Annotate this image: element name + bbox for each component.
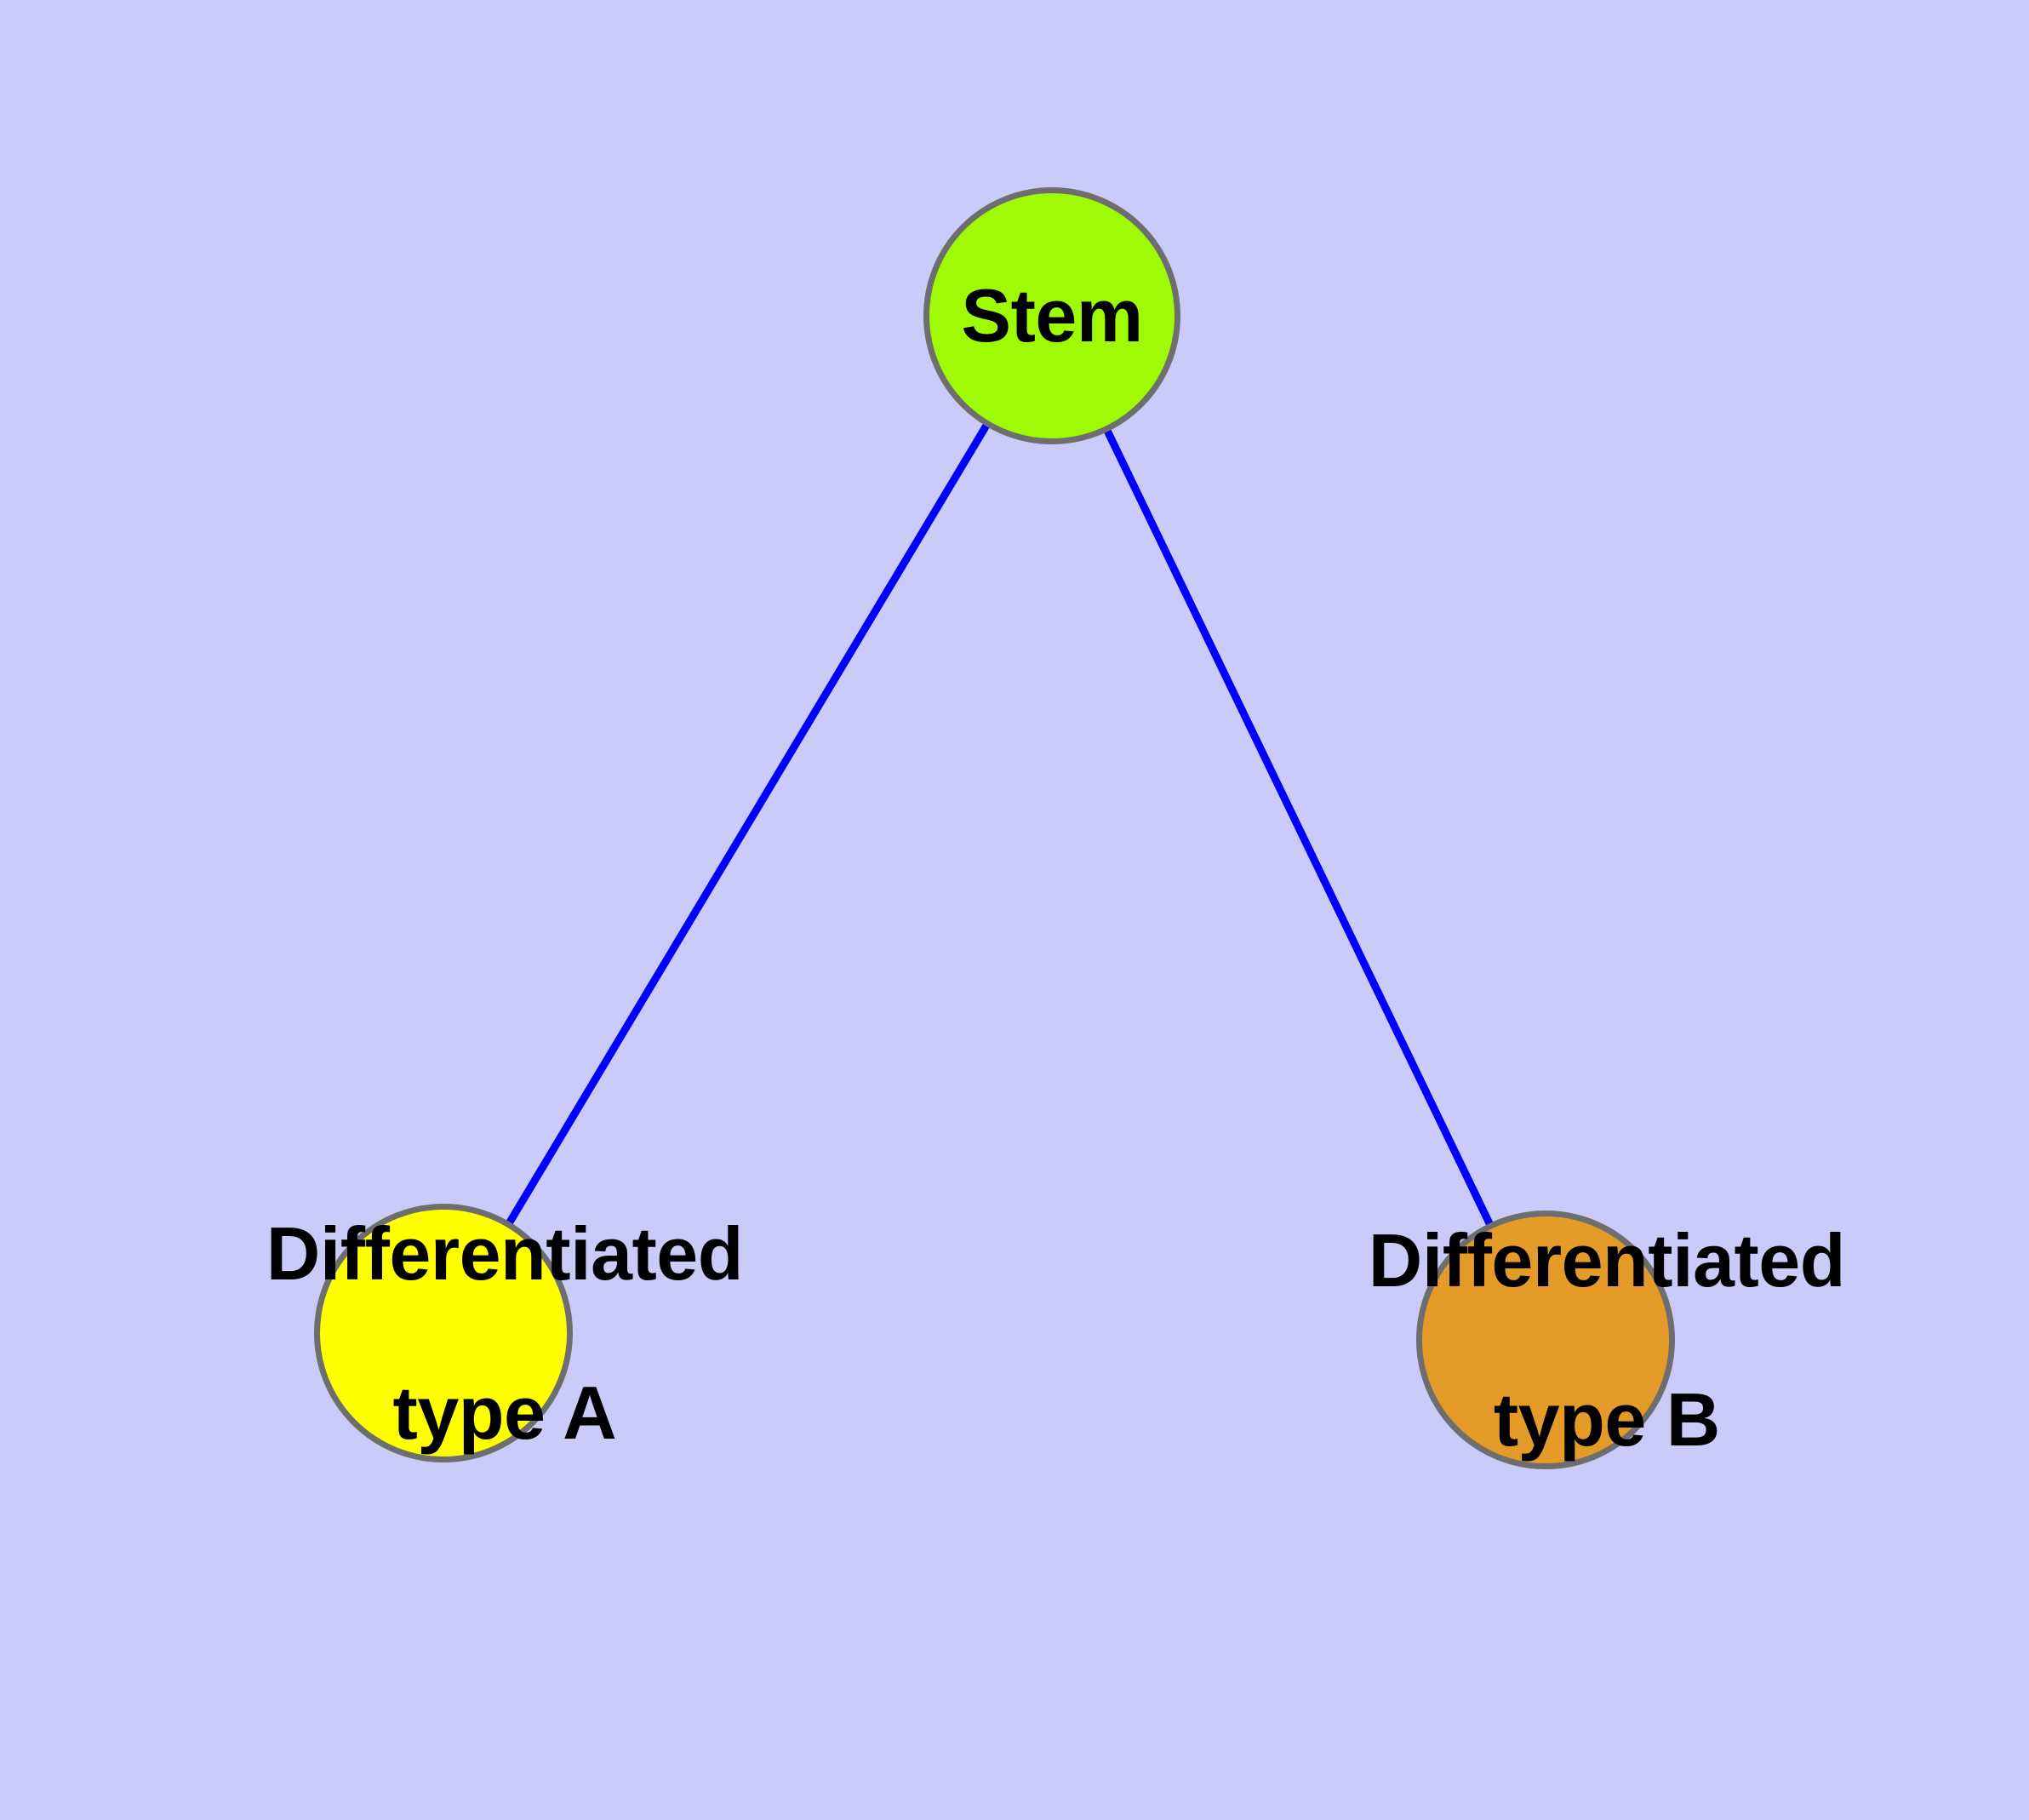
node-stem[interactable]: Stem bbox=[923, 187, 1180, 444]
edge-stem-to-differentiated-type-a[interactable] bbox=[439, 312, 1056, 1337]
node-differentiated-type-b-circle[interactable] bbox=[1416, 1210, 1675, 1469]
node-differentiated-type-a-circle[interactable] bbox=[314, 1204, 573, 1462]
edge-stem-to-differentiated-type-b[interactable] bbox=[1048, 312, 1550, 1344]
node-stem-circle[interactable] bbox=[923, 187, 1180, 444]
node-differentiated-type-b[interactable]: Differentiated type B bbox=[1369, 1210, 1845, 1469]
node-differentiated-type-a[interactable]: Differentiated type A bbox=[266, 1204, 743, 1462]
